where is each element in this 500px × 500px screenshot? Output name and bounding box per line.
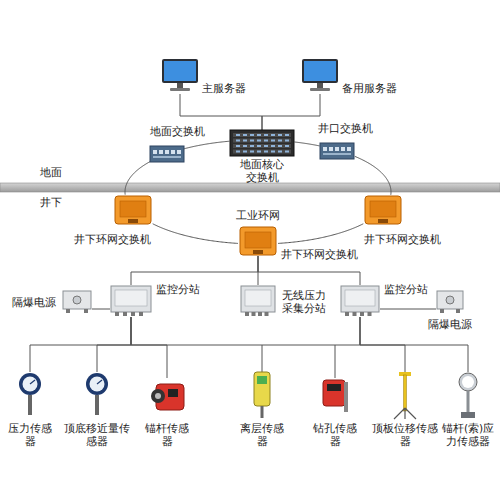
- pc-icon: [160, 58, 200, 94]
- device-label: 隔爆电源: [427, 318, 473, 331]
- device-label: 离层传感器: [235, 422, 289, 448]
- hand-icon: [252, 372, 272, 418]
- device-label: 锚杆传感器: [140, 422, 194, 448]
- st-icon: [110, 285, 152, 317]
- ring-network-line: [125, 162, 150, 195]
- box-icon: [239, 226, 277, 256]
- ground-bar: [0, 183, 500, 192]
- area-label: 工业环网: [236, 209, 280, 222]
- device-label: 锚杆(索)应力传感器: [441, 422, 495, 448]
- st-device: 无线压力采集分站: [240, 285, 276, 317]
- device-label: 井口交换机: [318, 122, 373, 135]
- device-label: 压力传感器: [3, 422, 57, 448]
- box-icon: [364, 195, 402, 225]
- box-device: 井下环网交换机: [364, 195, 402, 225]
- box-device: 井下环网交换机: [239, 226, 277, 256]
- device-label: 监控分站: [384, 283, 428, 296]
- sw-icon: [150, 144, 184, 164]
- ring-network-line: [278, 224, 363, 244]
- st-icon: [240, 285, 276, 317]
- device-label: 无线压力采集分站: [280, 289, 328, 315]
- box-device: 井下环网交换机: [114, 195, 152, 225]
- device-label: 地面核心交换机: [238, 158, 286, 184]
- network-cable: [131, 256, 258, 285]
- device-label: 地面交换机: [150, 125, 205, 138]
- ring-network-line: [294, 142, 319, 146]
- network-cable: [262, 94, 320, 130]
- ring-network-line: [184, 141, 229, 149]
- area-label: 井下: [40, 196, 62, 209]
- gauge-device: 压力传感器: [18, 372, 42, 416]
- network-cable: [380, 309, 436, 310]
- device-label: 备用服务器: [342, 82, 397, 95]
- pc-icon: [300, 58, 340, 94]
- box-icon: [114, 195, 152, 225]
- anchor-icon: [150, 378, 184, 414]
- st-icon: [340, 285, 380, 317]
- dial-device: 锚杆(索)应力传感器: [456, 372, 480, 420]
- drill-icon: [320, 378, 350, 416]
- gauge-icon: [18, 372, 42, 416]
- device-label: 顶底移近量传感器: [60, 422, 135, 448]
- anchor-device: 锚杆传感器: [150, 378, 184, 414]
- network-cable: [30, 317, 131, 372]
- device-label: 井下环网交换机: [74, 233, 151, 246]
- network-cable: [131, 317, 167, 378]
- pc-device: 备用服务器: [300, 58, 340, 94]
- hand-device: 离层传感器: [252, 372, 272, 418]
- device-label: 隔爆电源: [12, 296, 56, 309]
- rack-icon: [230, 130, 294, 156]
- drill-device: 钻孔传感器: [320, 378, 350, 416]
- network-cable: [335, 317, 360, 378]
- device-label: 井下环网交换机: [364, 233, 441, 246]
- st-device: 监控分站: [110, 285, 152, 317]
- device-label: 监控分站: [156, 283, 200, 296]
- network-cable: [131, 317, 262, 372]
- area-label: 地面: [40, 166, 62, 179]
- sw-icon: [320, 141, 354, 161]
- psu-icon: [62, 290, 92, 314]
- device-label: 井下环网交换机: [281, 248, 358, 261]
- gauge-icon: [85, 372, 109, 416]
- pc-device: 主服务器: [160, 58, 200, 94]
- psu-device: 隔爆电源: [436, 290, 464, 314]
- device-label: 钻孔传感器: [308, 422, 362, 448]
- psu-icon: [436, 290, 464, 314]
- rack-device: 地面核心交换机: [230, 130, 294, 156]
- network-cable: [97, 317, 131, 372]
- rod-icon: [392, 372, 418, 420]
- rod-device: 顶板位移传感器: [392, 372, 418, 420]
- sw-device: 井口交换机: [320, 141, 354, 161]
- ring-network-line: [355, 156, 391, 194]
- ring-network-line: [153, 224, 238, 244]
- device-label: 主服务器: [202, 82, 246, 95]
- psu-device: 隔爆电源: [62, 290, 92, 314]
- sw-device: 地面交换机: [150, 144, 184, 164]
- st-device: 监控分站: [340, 285, 380, 317]
- dial-icon: [456, 372, 480, 420]
- device-label: 顶板位移传感器: [367, 422, 443, 448]
- network-cable: [92, 309, 110, 310]
- network-cable: [180, 94, 262, 130]
- gauge-device: 顶底移近量传感器: [85, 372, 109, 416]
- sensor-bus: [262, 345, 335, 346]
